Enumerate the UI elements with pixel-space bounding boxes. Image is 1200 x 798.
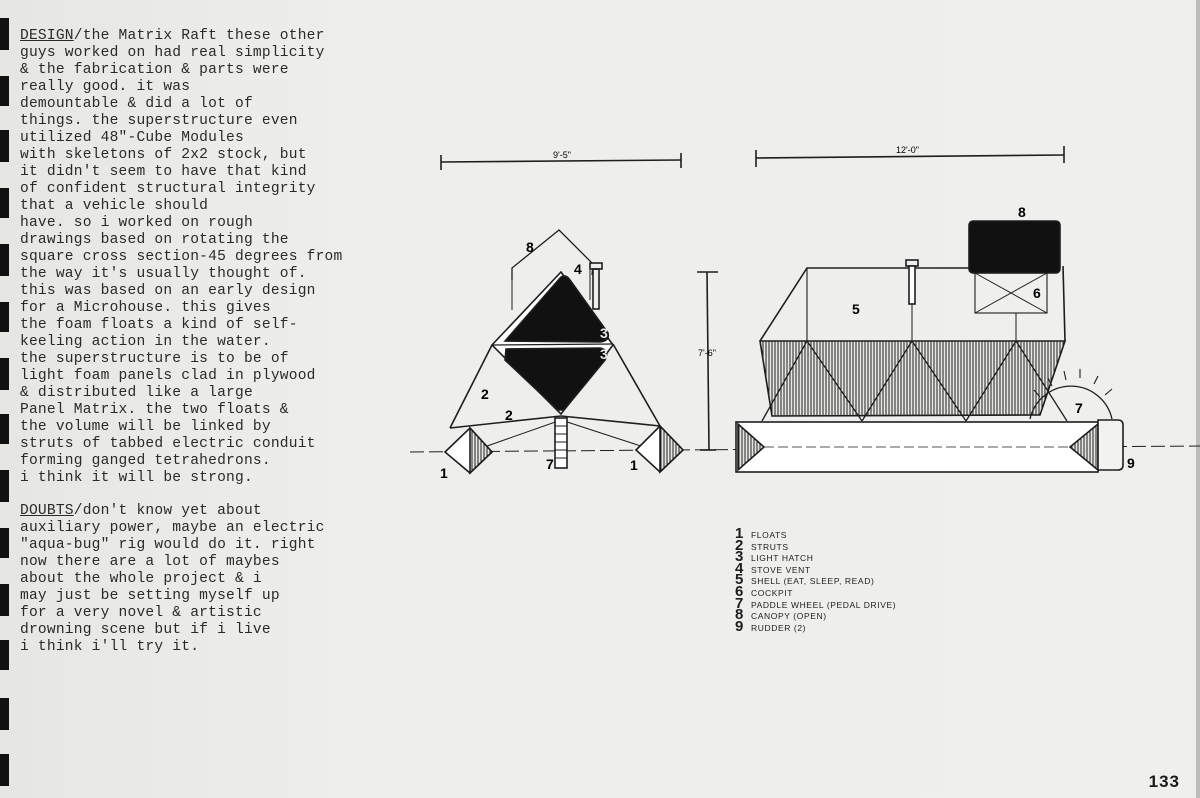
binding-mark xyxy=(0,470,9,502)
legend-item: 3Light Hatch xyxy=(735,548,814,566)
binding-mark xyxy=(0,130,9,162)
front-label-hatch-lower: 3 xyxy=(600,346,608,362)
binding-mark xyxy=(0,640,9,670)
binding-mark xyxy=(0,18,9,50)
side-label-paddle-wheel: 7 xyxy=(1075,400,1083,416)
legend-item: 4Stove Vent xyxy=(735,559,811,577)
binding-mark xyxy=(0,76,9,106)
design-paragraph: DESIGN/the Matrix Raft these other guys … xyxy=(20,28,380,487)
page-edge xyxy=(1196,0,1200,798)
legend-item: 7Paddle Wheel (Pedal Drive) xyxy=(735,594,897,612)
side-label-canopy: 8 xyxy=(1018,204,1026,220)
front-width-dimension: 9'-5" xyxy=(553,150,571,160)
legend-item: 5Shell (Eat, Sleep, Read) xyxy=(735,571,875,589)
side-label-rudder: 9 xyxy=(1127,455,1135,471)
binding-mark xyxy=(0,754,9,786)
front-label-strut-1: 2 xyxy=(481,386,489,402)
front-label-strut-2: 2 xyxy=(505,407,513,423)
page-number: 133 xyxy=(1148,772,1180,791)
front-label-float-left: 1 xyxy=(440,465,448,481)
side-view xyxy=(735,146,1124,473)
front-label-stove-vent: 4 xyxy=(574,261,582,277)
legend-item: 9Rudder (2) xyxy=(735,617,807,635)
design-keyword: DESIGN xyxy=(20,28,74,44)
doubts-keyword: DOUBTS xyxy=(20,503,74,519)
front-label-float-right: 1 xyxy=(630,457,638,473)
legend-item: 8Canopy (Open) xyxy=(735,606,827,624)
front-label-hatch-upper: 3 xyxy=(600,325,608,341)
doubts-body: /don't know yet about auxiliary power, m… xyxy=(20,503,325,655)
legend-item: 1Floats xyxy=(735,525,788,542)
binding-mark xyxy=(0,698,9,730)
side-label-cockpit: 6 xyxy=(1033,285,1041,301)
front-label-canopy: 8 xyxy=(526,239,534,255)
binding-mark xyxy=(0,528,9,558)
raft-technical-drawing: 9'-5" 12'-0" 7'-6" 8 4 3 3 2 2 1 7 1 8 5… xyxy=(409,145,1200,481)
front-view xyxy=(440,153,718,475)
doubts-paragraph: DOUBTS/don't know yet about auxiliary po… xyxy=(20,503,380,656)
binding-mark xyxy=(0,302,9,332)
side-label-shell: 5 xyxy=(852,301,860,317)
design-body: /the Matrix Raft these other guys worked… xyxy=(20,28,343,486)
height-dimension: 7'-6" xyxy=(698,348,716,358)
front-label-paddle: 7 xyxy=(546,456,554,472)
binding-mark xyxy=(0,414,9,444)
legend-item: 2Struts xyxy=(735,536,789,554)
text-column: DESIGN/the Matrix Raft these other guys … xyxy=(20,28,380,672)
legend-item: 6Cockpit xyxy=(735,582,793,600)
drawing-legend: 1Floats 2Struts 3Light Hatch 4Stove Vent… xyxy=(735,525,897,635)
binding-mark xyxy=(0,584,9,616)
binding-mark xyxy=(0,188,9,218)
binding-mark xyxy=(0,244,9,276)
side-width-dimension: 12'-0" xyxy=(896,145,919,155)
binding-mark xyxy=(0,358,9,390)
